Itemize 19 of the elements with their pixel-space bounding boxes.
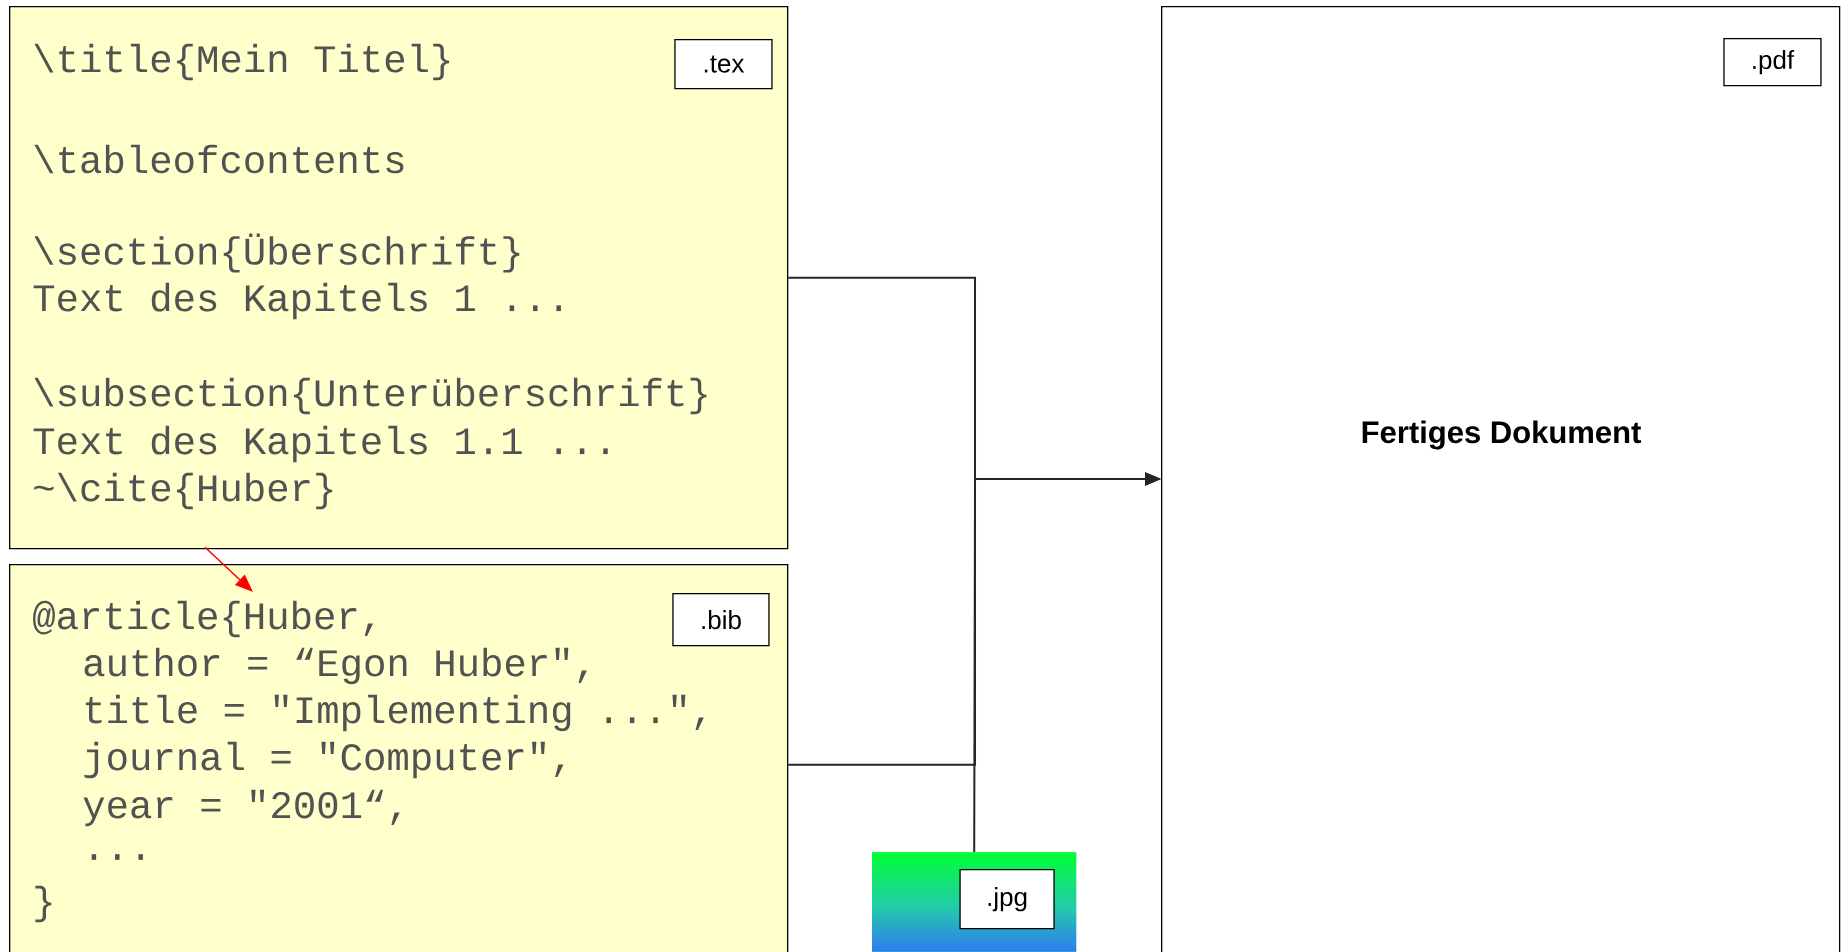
code-line: journal = "Computer", bbox=[84, 741, 564, 779]
code-line: author = “Egon Huber", bbox=[84, 647, 587, 685]
file-extension-label: .pdf bbox=[1723, 38, 1822, 87]
code-line: title = "Implementing ...", bbox=[85, 694, 704, 732]
code-line: Text des Kapitels 1 ... bbox=[33, 282, 561, 320]
code-line: \tableofcontents bbox=[34, 144, 404, 174]
code-line: year = "2001“, bbox=[83, 789, 400, 827]
code-line: \section{Überschrift} bbox=[34, 233, 520, 273]
file-extension-label: .jpg bbox=[959, 869, 1055, 930]
code-line: \title{Mein Titel} bbox=[34, 43, 450, 81]
code-line: @article{Huber, bbox=[33, 600, 373, 638]
leader-arrow bbox=[204, 546, 253, 592]
file-extension-label: .bib bbox=[672, 593, 770, 647]
code-line: \subsection{Unterüberschrift} bbox=[34, 377, 707, 415]
code-line: Text des Kapitels 1.1 ... bbox=[33, 425, 608, 463]
file-extension-label: .tex bbox=[674, 39, 773, 90]
code-line: ~\cite{Huber} bbox=[34, 472, 333, 510]
code-line: ... bbox=[91, 854, 143, 860]
code-line: } bbox=[35, 885, 52, 923]
